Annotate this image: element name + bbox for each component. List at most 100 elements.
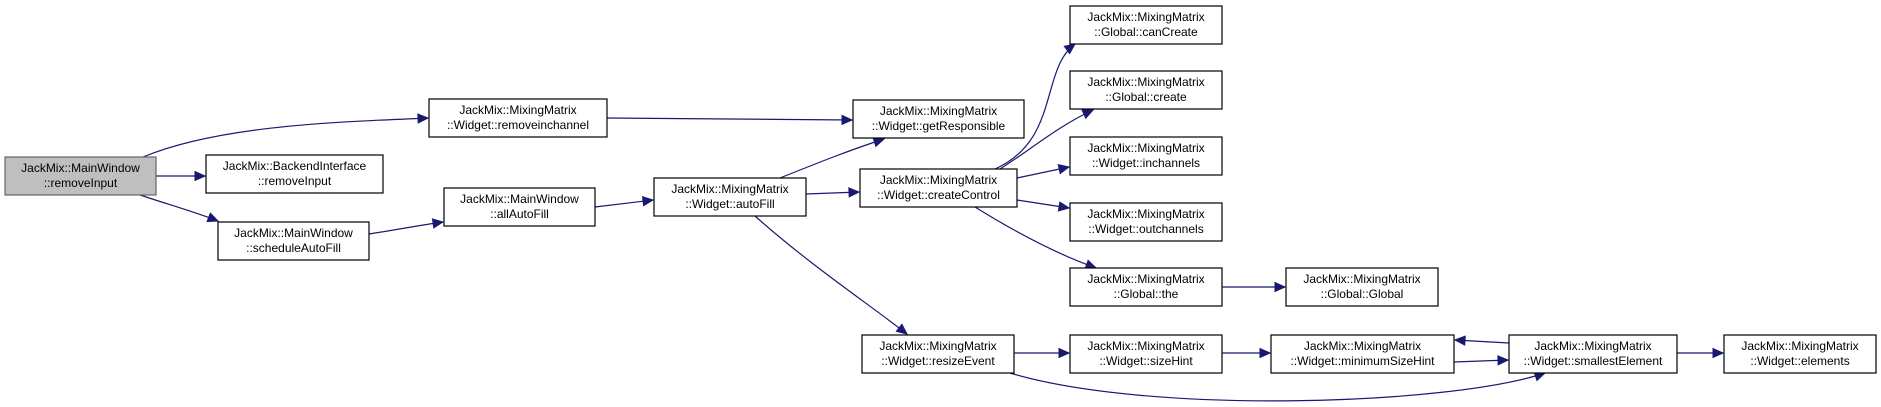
edge-removeInput-to-removeinchannel <box>142 113 430 158</box>
node-Global[interactable]: JackMix::MixingMatrix::Global::Global <box>1285 267 1439 307</box>
node-box[interactable] <box>1069 136 1223 176</box>
arrowhead-icon <box>1274 281 1287 293</box>
edge-allAutoFill-to-autoFill <box>594 196 655 208</box>
node-inchannels[interactable]: JackMix::MixingMatrix::Widget::inchannel… <box>1069 136 1223 176</box>
edge-resizeEvent-to-smallestElement <box>1009 371 1547 402</box>
arrowhead-icon <box>1057 164 1071 175</box>
arrowhead-icon <box>895 323 908 335</box>
node-box[interactable] <box>1270 334 1455 374</box>
arrowhead-icon <box>1712 347 1725 359</box>
node-label-line2: ::Widget::elements <box>1750 354 1849 368</box>
node-label-line2: ::Global::the <box>1114 287 1179 301</box>
node-box[interactable] <box>205 154 384 194</box>
node-smallestElement[interactable]: JackMix::MixingMatrix::Widget::smallestE… <box>1508 334 1678 374</box>
arrowhead-icon <box>1063 43 1076 55</box>
node-allAutoFill[interactable]: JackMix::MainWindow::allAutoFill <box>443 187 596 227</box>
node-the[interactable]: JackMix::MixingMatrix::Global::the <box>1069 267 1223 307</box>
node-minimumSizeHint[interactable]: JackMix::MixingMatrix::Widget::minimumSi… <box>1270 334 1455 374</box>
edge-minimumSizeHint-to-smallestElement <box>1453 355 1510 366</box>
node-box[interactable] <box>1069 267 1223 307</box>
node-box[interactable] <box>1069 334 1223 374</box>
node-label-line1: JackMix::MixingMatrix <box>671 182 788 196</box>
edge-removeInput-to-beRemoveInput <box>156 170 207 182</box>
node-label-line1: JackMix::MixingMatrix <box>880 104 997 118</box>
edge-line <box>754 215 908 335</box>
arrowhead-icon <box>1058 347 1071 359</box>
node-label-line2: ::Widget::smallestElement <box>1524 354 1663 368</box>
node-box[interactable] <box>4 156 157 196</box>
edge-scheduleAutoFill-to-allAutoFill <box>368 218 445 235</box>
node-label-line1: JackMix::MixingMatrix <box>459 103 576 117</box>
node-box[interactable] <box>1723 334 1877 374</box>
node-beRemoveInput[interactable]: JackMix::BackendInterface::removeInput <box>205 154 384 194</box>
node-label-line2: ::Global::create <box>1105 90 1187 104</box>
node-sizeHint[interactable]: JackMix::MixingMatrix::Widget::sizeHint <box>1069 334 1223 374</box>
node-getResponsible[interactable]: JackMix::MixingMatrix::Widget::getRespon… <box>852 99 1025 139</box>
node-label-line1: JackMix::MixingMatrix <box>1087 339 1204 353</box>
edge-resizeEvent-to-sizeHint <box>1014 347 1071 359</box>
edge-autoFill-to-createControl <box>805 187 861 198</box>
edge-line <box>1009 372 1546 402</box>
node-autoFill[interactable]: JackMix::MixingMatrix::Widget::autoFill <box>653 177 807 217</box>
node-scheduleAutoFill[interactable]: JackMix::MainWindow::scheduleAutoFill <box>217 221 370 261</box>
node-createControl[interactable]: JackMix::MixingMatrix::Widget::createCon… <box>859 168 1018 208</box>
arrowhead-icon <box>194 170 207 182</box>
node-box[interactable] <box>217 221 370 261</box>
node-label-line1: JackMix::MainWindow <box>234 226 353 240</box>
node-canCreate[interactable]: JackMix::MixingMatrix::Global::canCreate <box>1069 5 1223 45</box>
node-label-line2: ::Widget::resizeEvent <box>881 354 995 368</box>
node-label-line2: ::Widget::minimumSizeHint <box>1290 354 1435 368</box>
node-label-line2: ::allAutoFill <box>490 207 549 221</box>
node-box[interactable] <box>1069 5 1223 45</box>
node-label-line2: ::removeInput <box>44 176 118 190</box>
arrowhead-icon <box>1453 335 1466 346</box>
node-label-line1: JackMix::MainWindow <box>21 161 140 175</box>
node-outchannels[interactable]: JackMix::MixingMatrix::Widget::outchanne… <box>1069 202 1223 242</box>
node-label-line1: JackMix::MixingMatrix <box>1087 75 1204 89</box>
node-removeInput[interactable]: JackMix::MainWindow::removeInput <box>4 156 157 196</box>
edge-smallestElement-to-elements <box>1677 347 1725 359</box>
edge-line <box>368 221 444 235</box>
node-box[interactable] <box>1069 70 1223 110</box>
node-label-line1: JackMix::MixingMatrix <box>1087 272 1204 286</box>
node-box[interactable] <box>443 187 596 227</box>
node-create[interactable]: JackMix::MixingMatrix::Global::create <box>1069 70 1223 110</box>
arrowhead-icon <box>841 114 854 126</box>
node-box[interactable] <box>861 334 1015 374</box>
node-label-line1: JackMix::MixingMatrix <box>1087 141 1204 155</box>
node-label-line1: JackMix::MainWindow <box>460 192 579 206</box>
node-label-line2: ::Widget::createControl <box>877 188 1000 202</box>
edges-layer <box>139 43 1725 402</box>
node-label-line2: ::Widget::sizeHint <box>1099 354 1193 368</box>
node-label-line2: ::Widget::inchannels <box>1092 156 1200 170</box>
node-label-line2: ::Widget::autoFill <box>685 197 774 211</box>
node-box[interactable] <box>1285 267 1439 307</box>
node-label-line2: ::removeInput <box>258 174 332 188</box>
edge-line <box>139 194 219 222</box>
edge-createControl-to-canCreate <box>994 43 1076 170</box>
node-label-line1: JackMix::MixingMatrix <box>1534 339 1651 353</box>
node-box[interactable] <box>859 168 1018 208</box>
node-box[interactable] <box>852 99 1025 139</box>
node-removeinchannel[interactable]: JackMix::MixingMatrix::Widget::removeinc… <box>428 98 608 138</box>
node-label-line2: ::Global::canCreate <box>1094 25 1198 39</box>
node-resizeEvent[interactable]: JackMix::MixingMatrix::Widget::resizeEve… <box>861 334 1015 374</box>
node-label-line1: JackMix::MixingMatrix <box>1087 10 1204 24</box>
node-box[interactable] <box>1069 202 1223 242</box>
edge-line <box>779 138 885 179</box>
arrowhead-icon <box>206 212 220 223</box>
node-box[interactable] <box>653 177 807 217</box>
node-label-line2: ::Widget::getResponsible <box>872 119 1006 133</box>
edge-line <box>994 43 1076 170</box>
node-box[interactable] <box>428 98 608 138</box>
node-elements[interactable]: JackMix::MixingMatrix::Widget::elements <box>1723 334 1877 374</box>
node-label-line2: ::Widget::outchannels <box>1088 222 1203 236</box>
node-label-line1: JackMix::MixingMatrix <box>1303 272 1420 286</box>
arrowhead-icon <box>1497 355 1510 366</box>
node-label-line2: ::scheduleAutoFill <box>246 241 341 255</box>
node-label-line2: ::Widget::removeinchannel <box>447 118 589 132</box>
node-box[interactable] <box>1508 334 1678 374</box>
node-label-line1: JackMix::MixingMatrix <box>879 339 996 353</box>
edge-line <box>606 117 853 121</box>
